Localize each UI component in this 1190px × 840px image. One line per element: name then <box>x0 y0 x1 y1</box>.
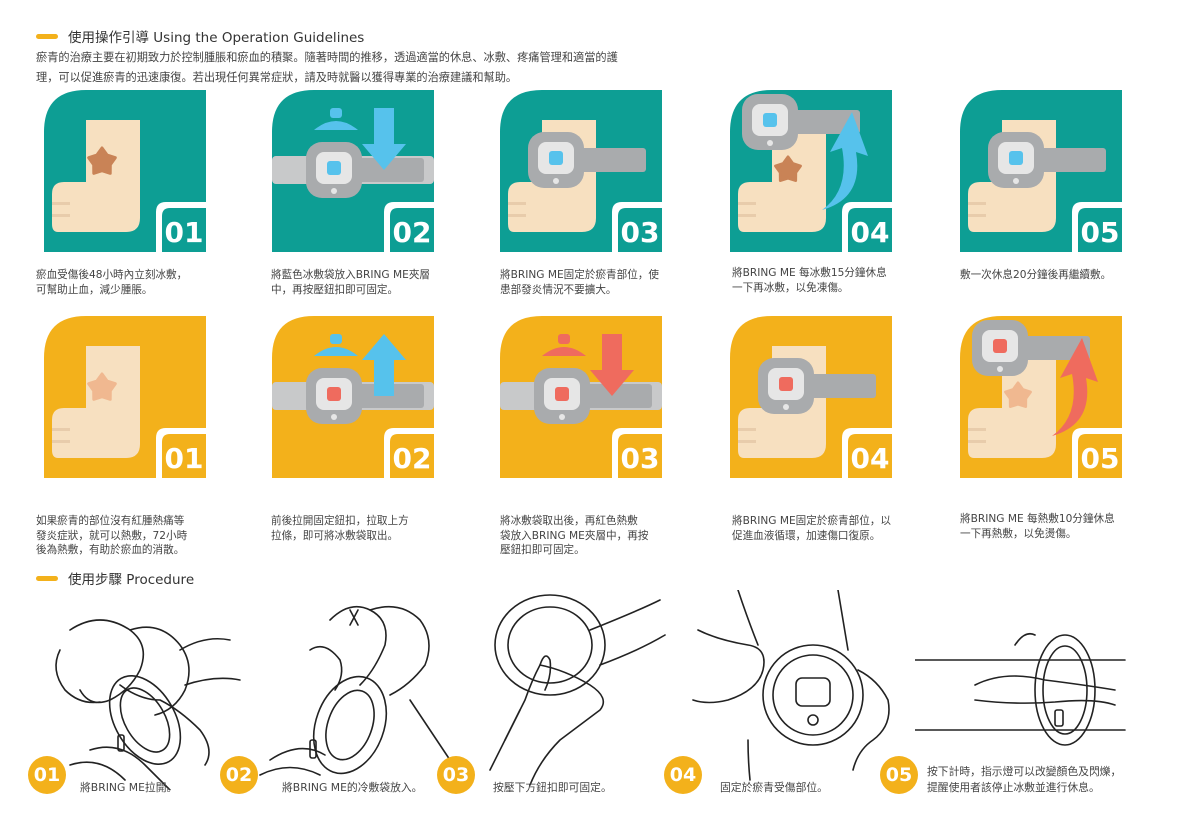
cold-step-number-1: 01 <box>165 216 204 249</box>
cold-step-number-2: 02 <box>393 216 432 249</box>
hot-step-number-5: 05 <box>1081 442 1120 475</box>
hot-step-illustration-4: 04 <box>730 316 892 478</box>
hot-caption-2: 前後拉開固定鈕扣，拉取上方 拉條，即可將冰敷袋取出。 <box>271 515 409 542</box>
hot-caption-4: 將BRING ME固定於瘀青部位，以 促進血液循環，加速傷口復原。 <box>732 515 892 542</box>
cold-caption-3: 將BRING ME固定於瘀青部位，使 患部發炎情況不要擴大。 <box>500 269 660 296</box>
procedure-title-text: 使用步驟 Procedure <box>68 572 195 588</box>
cold-step-number-5: 05 <box>1081 216 1120 249</box>
hot-step-number-1: 01 <box>165 442 204 475</box>
procedure-step-3-badge: 03 <box>437 756 475 794</box>
cold-caption-2: 將藍色冰敷袋放入BRING ME夾層 中，再按壓鈕扣即可固定。 <box>271 269 431 296</box>
procedure-illustration-3 <box>470 590 690 790</box>
cold-step-illustration-4: 04 <box>730 90 892 252</box>
hot-step-number-2: 02 <box>393 442 432 475</box>
procedure-step-5-caption: 按下計時，指示燈可以改變顏色及閃爍， 提醒使用者該停止冰敷並進行休息。 <box>927 765 1122 794</box>
guide-title-text: 使用操作引導 Using the Operation Guidelines <box>68 30 365 46</box>
hot-step-number-4: 04 <box>851 442 890 475</box>
hot-step-number-3: 03 <box>621 442 660 475</box>
cold-step-illustration-2: 02 <box>272 90 434 252</box>
cold-step-card-4: 04 <box>730 90 892 252</box>
procedure-title: 使用步驟 Procedure <box>36 568 194 588</box>
cold-step-illustration-3: 03 <box>500 90 662 252</box>
cold-step-card-2: 02 <box>272 90 434 252</box>
title-bar-decoration <box>36 33 58 39</box>
cold-step-card-1: 01 <box>44 90 206 252</box>
cold-step-number-3: 03 <box>621 216 660 249</box>
cold-step-illustration-1: 01 <box>44 90 206 252</box>
cold-step-illustration-5: 05 <box>960 90 1122 252</box>
hot-step-illustration-1: 01 <box>44 316 206 478</box>
cold-caption-4: 將BRING ME 每冰敷15分鐘休息 一下再冰敷，以免凍傷。 <box>732 267 887 294</box>
title-bar-decoration <box>36 575 58 581</box>
hot-step-illustration-5: 05 <box>960 316 1122 478</box>
hot-step-illustration-2: 02 <box>272 316 434 478</box>
cold-caption-1: 瘀血受傷後48小時內立刻冰敷， 可幫助止血，減少腫脹。 <box>36 269 188 296</box>
procedure-illustration-4 <box>688 589 908 790</box>
hot-caption-5: 將BRING ME 每熱敷10分鐘休息 一下再熱敷，以免燙傷。 <box>960 513 1115 540</box>
procedure-step-3-caption: 按壓下方鈕扣即可固定。 <box>493 781 612 794</box>
procedure-step-4-badge: 04 <box>664 756 702 794</box>
procedure-step-2-badge: 02 <box>220 756 258 794</box>
procedure-illustration-5 <box>914 590 1135 790</box>
cold-caption-5: 敷一次休息20分鐘後再繼續敷。 <box>960 269 1112 281</box>
hot-caption-1: 如果瘀青的部位沒有紅腫熱痛等 發炎症狀，就可以熱敷，72小時 後為熱敷，有助於瘀… <box>36 515 188 556</box>
procedure-step-1-caption: 將BRING ME拉開。 <box>80 781 178 794</box>
procedure-illustration-1 <box>30 590 250 791</box>
cold-step-card-5: 05 <box>960 90 1122 252</box>
procedure-step-5-badge: 05 <box>880 756 918 794</box>
procedure-step-1-badge: 01 <box>28 756 66 794</box>
procedure-illustration-2 <box>250 590 470 790</box>
hot-step-card-3: 03 <box>500 316 662 478</box>
hot-step-card-2: 02 <box>272 316 434 478</box>
procedure-step-2-caption: 將BRING ME的冷敷袋放入。 <box>282 781 423 794</box>
cold-step-number-4: 04 <box>851 216 890 249</box>
guide-title: 使用操作引導 Using the Operation Guidelines <box>36 26 364 46</box>
hot-step-card-4: 04 <box>730 316 892 478</box>
cold-step-card-3: 03 <box>500 90 662 252</box>
hot-caption-3: 將冰敷袋取出後，再紅色熱敷 袋放入BRING ME夾層中，再按 壓鈕扣即可固定。 <box>500 515 649 556</box>
procedure-step-4-caption: 固定於瘀青受傷部位。 <box>720 781 828 794</box>
hot-step-card-5: 05 <box>960 316 1122 478</box>
guide-intro: 瘀青的治療主要在初期致力於控制腫脹和瘀血的積聚。隨著時間的推移，透過適當的休息、… <box>36 51 618 84</box>
hot-step-illustration-3: 03 <box>500 316 662 478</box>
hot-step-card-1: 01 <box>44 316 206 478</box>
